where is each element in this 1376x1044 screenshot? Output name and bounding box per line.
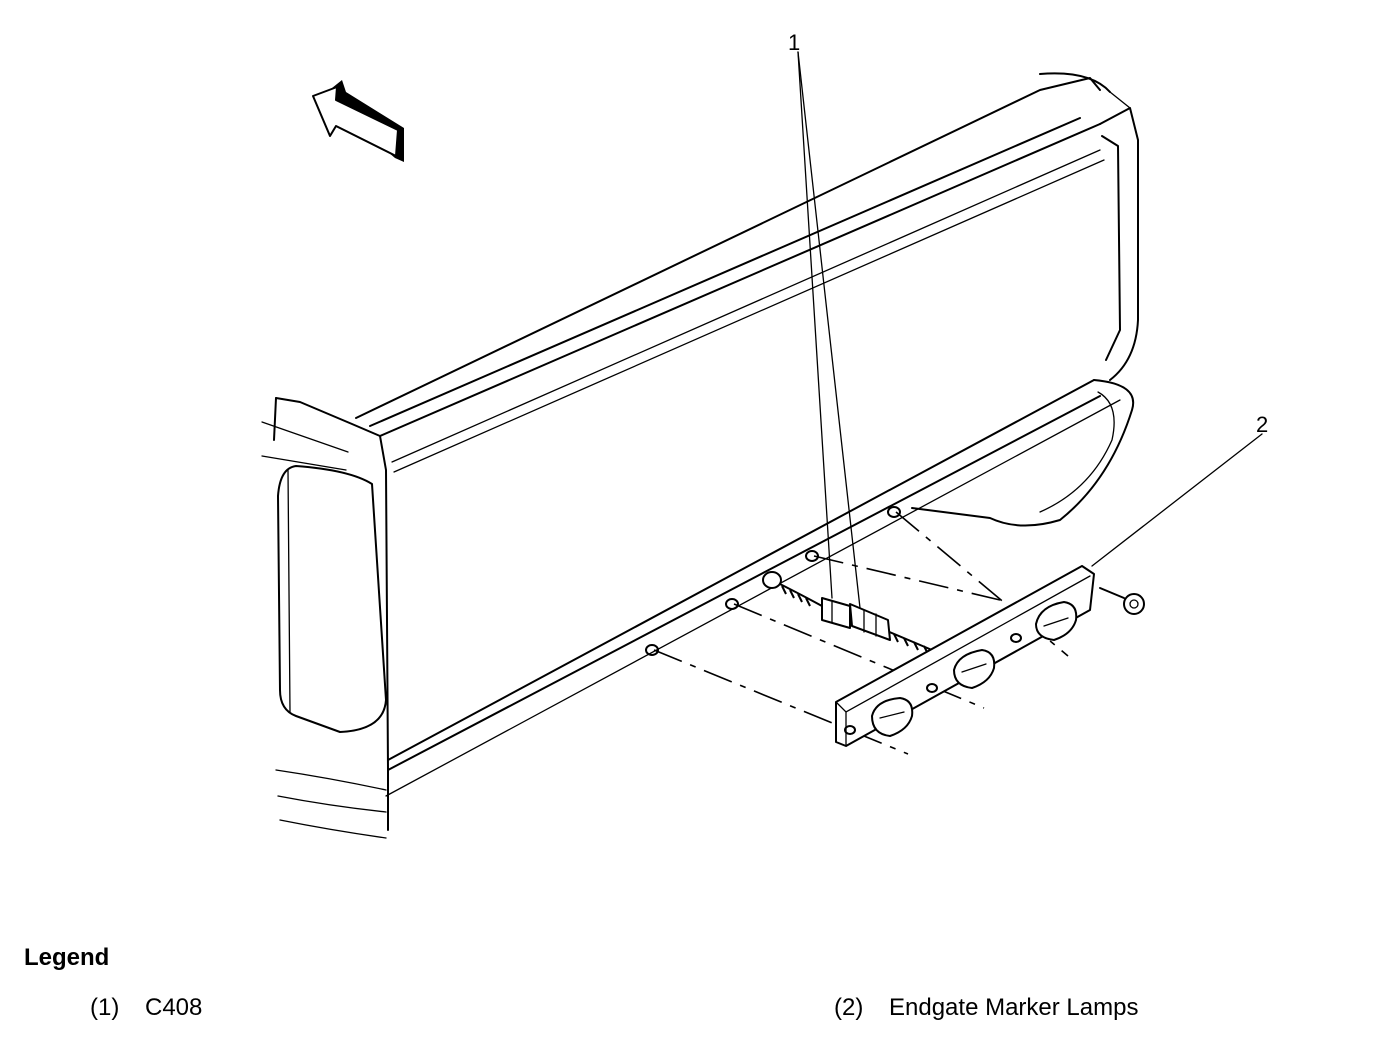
callout-2: 2 bbox=[1256, 412, 1268, 437]
marker-lamp-left bbox=[871, 697, 914, 737]
legend-item-number: (2) bbox=[834, 994, 864, 1021]
legend-item-c408: (1) C408 bbox=[90, 994, 202, 1022]
endgate-marker-lamp-diagram: 1 2 bbox=[261, 30, 1268, 839]
legend-item-text: Endgate Marker Lamps bbox=[889, 994, 1139, 1021]
legend-item-number: (1) bbox=[90, 994, 120, 1021]
screw-icon bbox=[1099, 587, 1145, 615]
legend-title: Legend bbox=[24, 944, 110, 971]
marker-lamp-center bbox=[953, 649, 996, 689]
endgate-marker-lamp-bar bbox=[835, 565, 1095, 747]
connector-c408 bbox=[821, 597, 891, 641]
tail-lamp bbox=[261, 397, 389, 839]
mounting-holes bbox=[645, 506, 901, 656]
legend-item-endgate-marker-lamps: (2) Endgate Marker Lamps bbox=[834, 994, 1138, 1022]
marker-lamp-right bbox=[1035, 601, 1078, 641]
callout-1: 1 bbox=[788, 30, 800, 55]
direction-arrow-icon bbox=[312, 80, 404, 162]
legend-item-text: C408 bbox=[145, 994, 203, 1021]
leader-lines bbox=[797, 51, 1263, 609]
endgate-panel bbox=[355, 72, 1139, 797]
